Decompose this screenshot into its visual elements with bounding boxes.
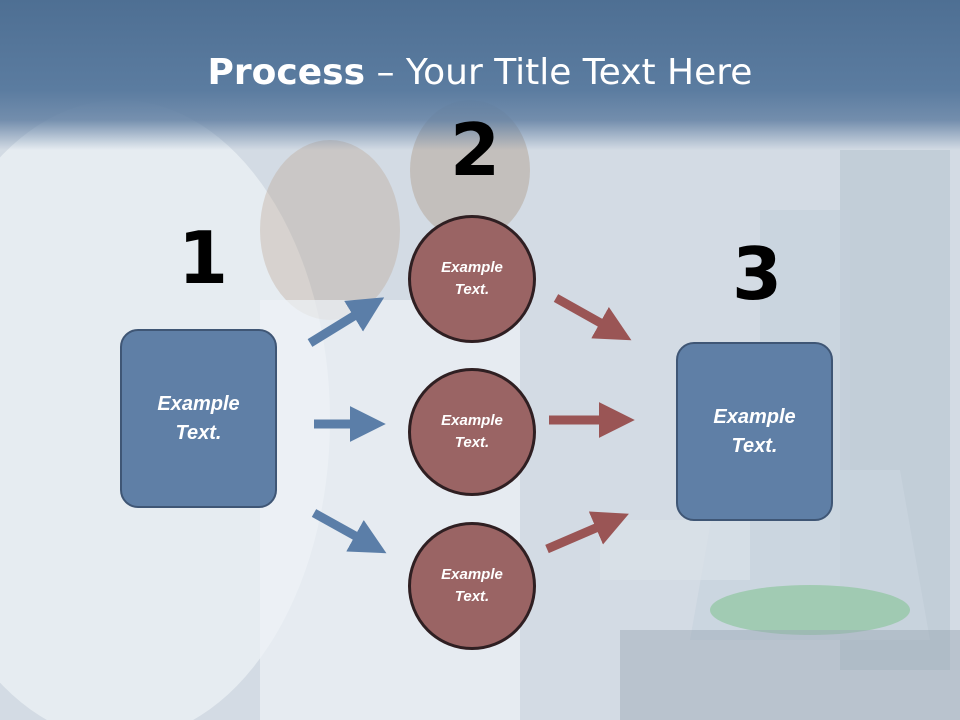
step-1-line-2: Text.: [175, 421, 222, 444]
circle-bottom-line-1: Example: [441, 565, 503, 583]
circle-top-line-2: Text.: [454, 281, 490, 298]
step-number-1: 1: [178, 216, 229, 300]
circle-middle-line-1: Example: [441, 411, 503, 429]
step-1-line-1: Example: [157, 392, 240, 415]
arrow-from-circle-bottom: [545, 511, 629, 554]
step-number-3: 3: [732, 232, 783, 316]
arrow-from-circle-top: [553, 294, 632, 341]
slide-title: Process – Your Title Text Here: [0, 52, 960, 93]
step-3-line-2: Text.: [731, 434, 778, 457]
title-bar: [0, 0, 960, 150]
circle-middle-line-2: Text.: [454, 434, 490, 451]
circle-bottom-line-2: Text.: [454, 588, 490, 605]
step-3-line-1: Example: [713, 405, 796, 428]
step-number-2: 2: [450, 108, 501, 192]
title-bold: Process: [207, 52, 366, 93]
arrow-to-circle-top: [307, 297, 385, 347]
arrow-to-circle-bottom: [311, 509, 387, 554]
title-rest: – Your Title Text Here: [365, 52, 753, 93]
circle-top-line-1: Example: [441, 258, 503, 276]
